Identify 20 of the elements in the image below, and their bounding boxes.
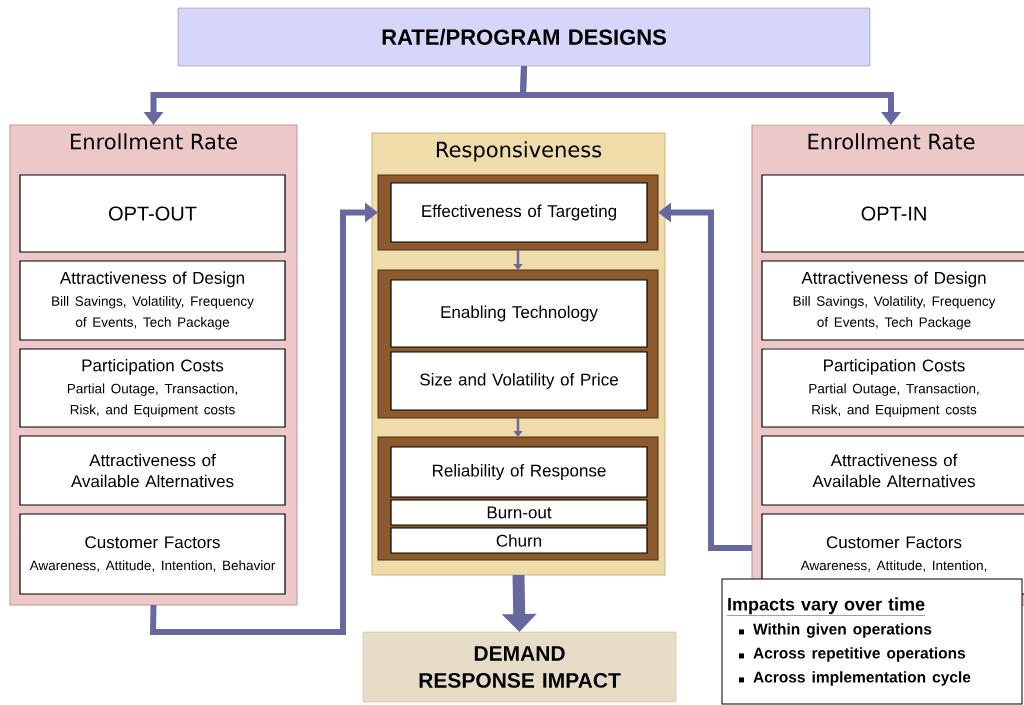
- factor-box: Customer Factors Awareness, Attitude, Intention, Behavior: [19, 513, 286, 595]
- factor-box: Reliability of Response: [390, 446, 648, 498]
- category-box: OPT-IN: [761, 174, 1024, 253]
- node-label: Awareness, Attitude, Intention,: [800, 560, 987, 572]
- factor-box: Participation Costs Partial Outage, Transaction, Risk, and Equipment costs: [761, 348, 1024, 428]
- factor-box: Burn-out: [390, 499, 648, 526]
- factor-box: Size and Volatility of Price: [390, 351, 648, 411]
- node-label: Customer Factors: [826, 536, 962, 549]
- factor-box: Participation Costs Partial Outage, Transaction, Risk, and Equipment costs: [19, 348, 286, 428]
- factor-box: Attractiveness of Available Alternatives: [19, 435, 286, 506]
- factor-box: Attractiveness of Design Bill Savings, Volatility, Frequency of Events, Tech Package: [19, 260, 286, 341]
- factor-box: Effectiveness of Targeting: [390, 182, 648, 243]
- title-banner: RATE/PROGRAM DESIGNS: [177, 7, 871, 67]
- result-box: DEMAND RESPONSE IMPACT: [362, 631, 677, 703]
- factor-box: Churn: [390, 527, 648, 554]
- factor-box: Attractiveness of Design Bill Savings, Volatility, Frequency of Events, Tech Package: [761, 260, 1024, 341]
- note-box: Impacts vary over time Within given operations Across repetitive operations Across implementation cycle: [721, 578, 1023, 705]
- factor-box: Attractiveness of Available Alternatives: [761, 435, 1024, 506]
- category-box: OPT-OUT: [19, 174, 286, 253]
- factor-box: Enabling Technology: [390, 279, 648, 348]
